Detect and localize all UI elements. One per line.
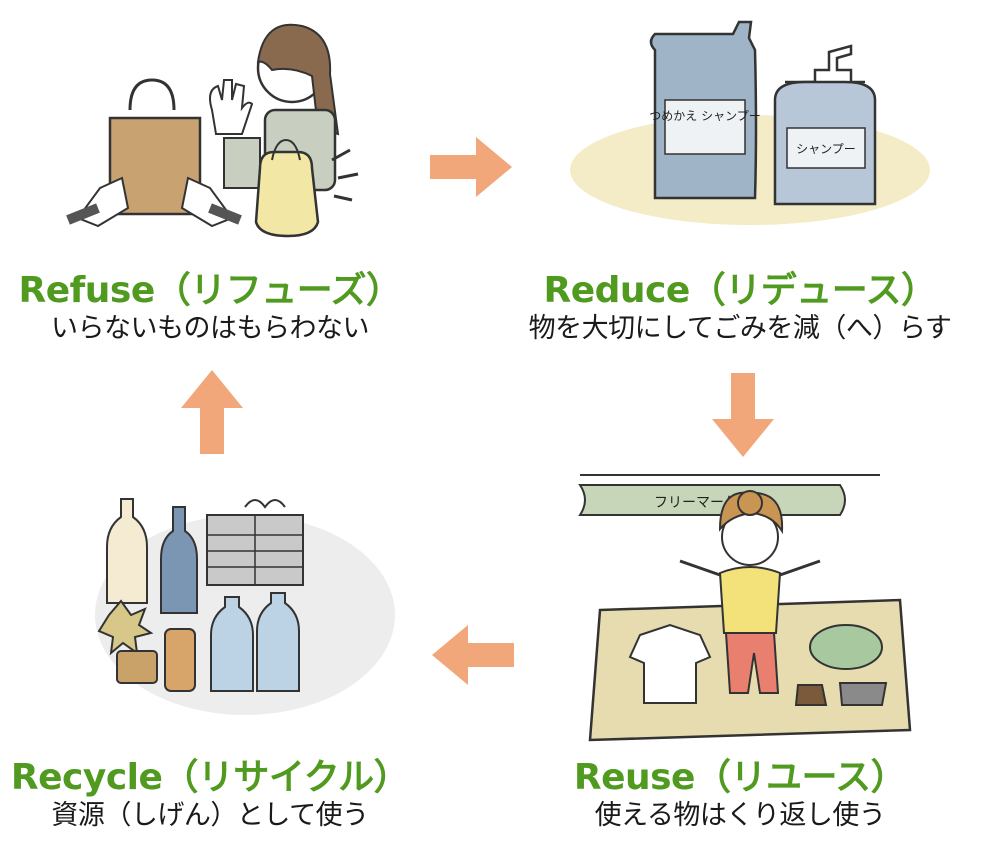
reuse-description: 使える物はくり返し使う — [594, 800, 886, 831]
recycle-illustration — [95, 485, 395, 715]
arrow-left-shape — [432, 625, 514, 685]
refuse-title: Refuse（リフューズ） — [18, 270, 402, 311]
arrow-down-icon — [712, 373, 774, 457]
reuse-title: Reuse（リユース） — [573, 757, 907, 798]
refuse-description: いらないものはもらわない — [51, 313, 370, 344]
arrow-up-shape — [181, 370, 243, 454]
refill-shampoo-label-1: つめかえ シャンプー — [649, 109, 760, 123]
refuse-label-block: Refuse（リフューズ） いらないものはもらわない — [0, 270, 420, 346]
shampoo-label: シャンプー — [796, 142, 856, 156]
reuse-illustration: フリーマーケット — [560, 455, 940, 745]
arrow-right-shape — [430, 137, 512, 197]
arrow-left-icon — [432, 625, 514, 685]
reuse-label-block: Reuse（リユース） 使える物はくり返し使う — [520, 757, 960, 833]
reduce-label-block: Reduce（リデュース） 物を大切にしてごみを減（へ）らす — [490, 270, 990, 346]
reduce-description: 物を大切にしてごみを減（へ）らす — [528, 313, 952, 344]
reduce-illustration: つめかえ シャンプー シャンプー — [565, 10, 935, 240]
arrow-up-icon — [181, 370, 243, 454]
arrow-down-shape — [712, 373, 774, 457]
reduce-title: Reduce（リデュース） — [543, 270, 938, 311]
recycle-label-block: Recycle（リサイクル） 資源（しげん）として使う — [0, 757, 420, 833]
refuse-illustration — [60, 10, 390, 250]
recycle-title: Recycle（リサイクル） — [10, 757, 410, 798]
arrow-right-icon — [430, 137, 512, 197]
recycle-description: 資源（しげん）として使う — [51, 800, 369, 831]
